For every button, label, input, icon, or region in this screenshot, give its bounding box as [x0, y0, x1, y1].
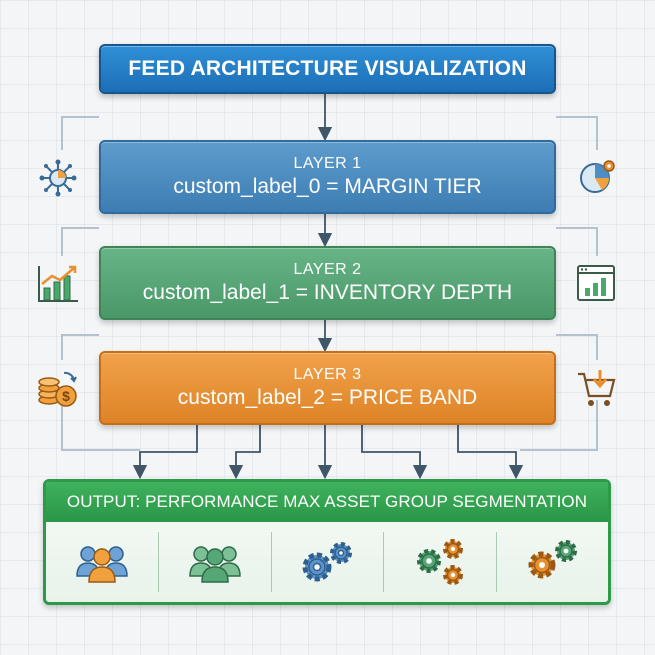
analytics-window-icon — [577, 265, 615, 301]
segment-cell-1 — [46, 522, 158, 602]
layer-3-name: LAYER 3 — [293, 366, 362, 383]
output-title: OUTPUT: PERFORMANCE MAX ASSET GROUP SEGM… — [46, 482, 608, 522]
coins-dollar-icon: $ — [38, 371, 77, 407]
gears-icon — [417, 539, 464, 585]
segment-cell-2 — [158, 522, 270, 602]
flow-arrows — [132, 94, 524, 480]
gears-icon — [528, 540, 577, 579]
network-hub-icon — [39, 159, 77, 197]
diagram-title: FEED ARCHITECTURE VISUALIZATION — [99, 44, 556, 94]
layer-3-value: custom_label_2 = PRICE BAND — [177, 386, 478, 409]
layer-3-box: LAYER 3 custom_label_2 = PRICE BAND — [99, 351, 556, 425]
arrow-to-segment-4 — [361, 425, 428, 480]
shopping-cart-download-icon — [578, 370, 616, 406]
svg-text:$: $ — [62, 388, 70, 404]
pie-chart-gear-icon — [580, 160, 615, 193]
gears-icon — [302, 542, 353, 582]
arrow-to-segment-2 — [228, 425, 261, 480]
layer-1-name: LAYER 1 — [293, 155, 362, 172]
output-box: OUTPUT: PERFORMANCE MAX ASSET GROUP SEGM… — [43, 479, 611, 605]
audience-group-icon — [76, 546, 128, 583]
arrow-to-segment-5 — [457, 425, 524, 480]
layer-1-box: LAYER 1 custom_label_0 = MARGIN TIER — [99, 140, 556, 214]
layer-2-name: LAYER 2 — [293, 261, 362, 278]
bar-chart-growth-icon — [38, 265, 78, 302]
layer-1-value: custom_label_0 = MARGIN TIER — [173, 175, 482, 198]
segment-cell-4 — [383, 522, 495, 602]
segment-cell-5 — [495, 522, 608, 602]
arrow-to-segment-1 — [132, 425, 198, 480]
audience-group-icon — [188, 546, 241, 583]
layer-2-value: custom_label_1 = INVENTORY DEPTH — [142, 281, 513, 304]
output-segments — [46, 522, 608, 602]
segment-cell-3 — [270, 522, 383, 602]
layer-2-box: LAYER 2 custom_label_1 = INVENTORY DEPTH — [99, 246, 556, 320]
diagram-title-text: FEED ARCHITECTURE VISUALIZATION — [128, 57, 527, 80]
side-loops — [61, 116, 598, 451]
